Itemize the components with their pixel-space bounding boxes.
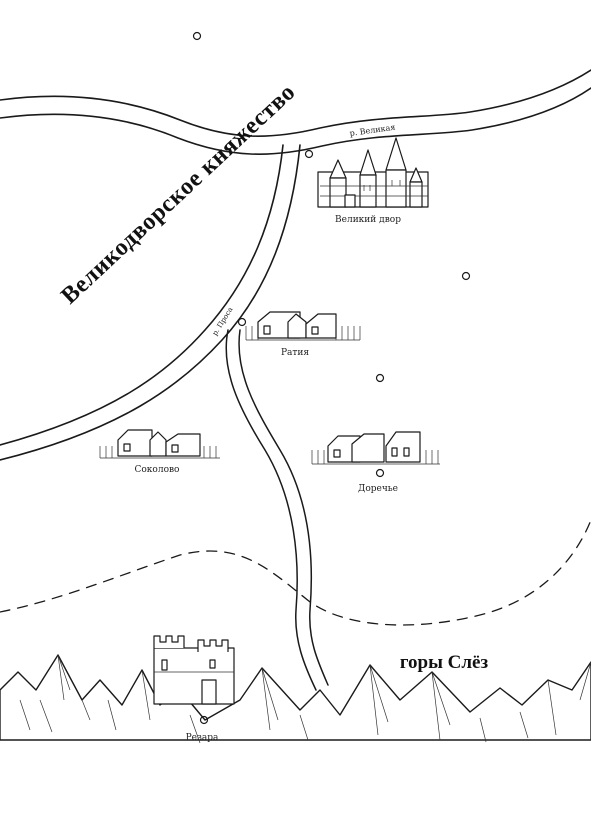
- settlement-label: Великий двор: [335, 215, 401, 225]
- settlement-rezara[interactable]: Резара: [153, 635, 235, 743]
- river-label-prosa: р. Проса: [211, 306, 235, 337]
- fortress-icon: [153, 635, 235, 705]
- river-prosa: [225, 329, 329, 691]
- region-title: Великодворское княжество: [56, 79, 300, 309]
- mountains-label: горы Слёз: [400, 652, 489, 673]
- settlement-label: Резара: [186, 733, 219, 743]
- west-road: [0, 144, 301, 461]
- settlement-label: Доречье: [358, 484, 398, 494]
- village-icon: [311, 431, 440, 465]
- settlement-label: Ратия: [281, 348, 309, 358]
- point-markers: [192, 31, 471, 725]
- main-road: [0, 69, 591, 155]
- settlement-dorechye[interactable]: Доречье: [311, 431, 440, 494]
- mountain-range: горы Слёз: [0, 652, 591, 744]
- village-icon: [245, 311, 361, 341]
- village-icon: [99, 429, 220, 459]
- settlement-ratiya[interactable]: Ратия: [245, 311, 361, 358]
- settlement-veliky-dvor[interactable]: Великий двор: [317, 137, 429, 225]
- border-dashed: [0, 519, 591, 626]
- settlement-label: Соколово: [135, 465, 180, 475]
- castle-icon: [317, 137, 429, 208]
- settlement-sokolovo[interactable]: Соколово: [99, 429, 220, 475]
